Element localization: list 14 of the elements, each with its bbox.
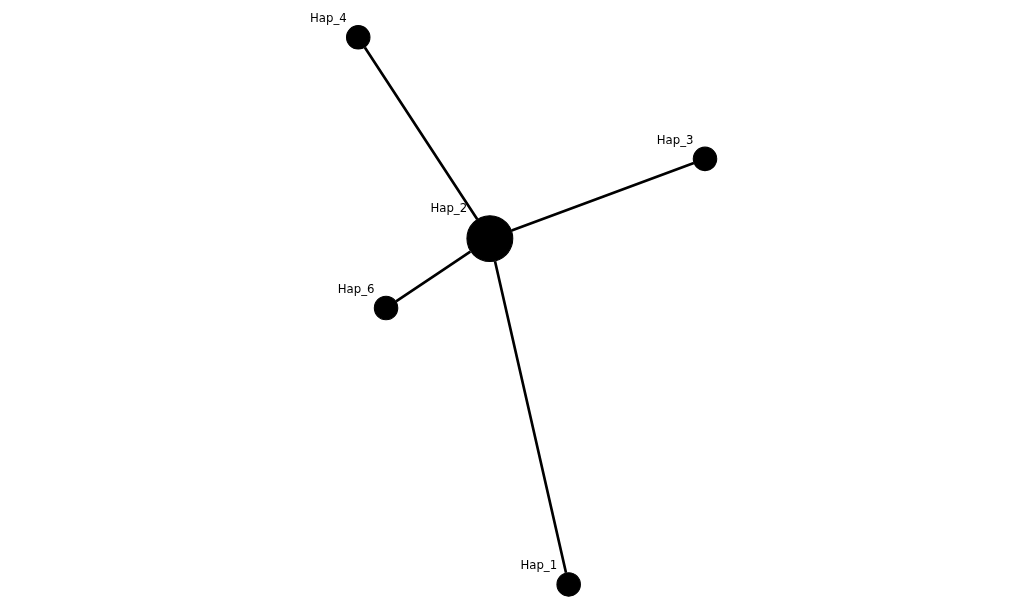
node-circle [373, 295, 398, 321]
node-label: Hap_1 [519, 558, 557, 573]
node-label: Hap_6 [337, 281, 375, 296]
node-circle [692, 146, 717, 172]
node-circle [555, 572, 581, 597]
connector [510, 161, 694, 232]
node-label: Hap_4 [309, 11, 347, 26]
node-circle [345, 25, 370, 50]
connector [493, 261, 567, 574]
connector [363, 46, 478, 221]
node-label: Hap_2 [429, 201, 467, 216]
node-circle [465, 215, 513, 263]
node-label: Hap_3 [656, 132, 694, 147]
connector [394, 250, 471, 303]
